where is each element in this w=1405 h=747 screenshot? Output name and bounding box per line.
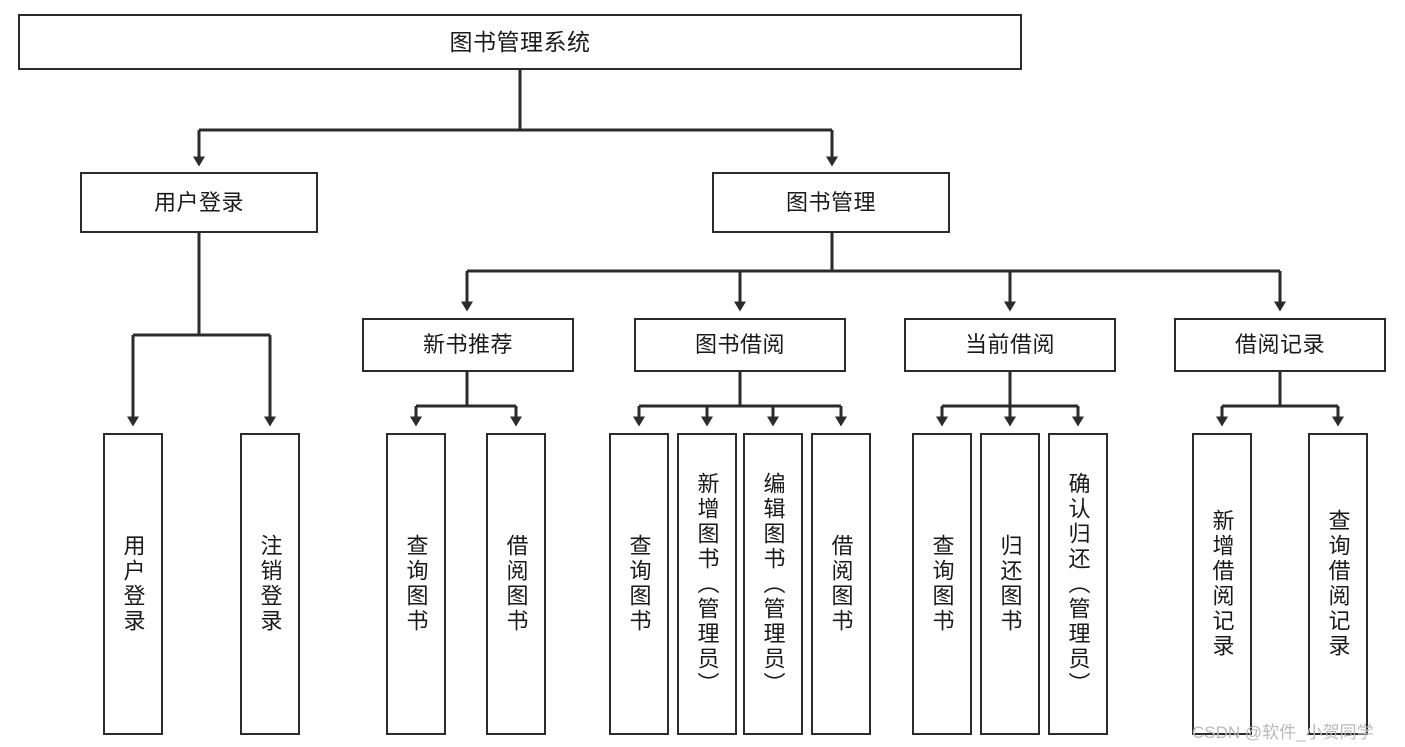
node-user-login[interactable]: 用户登录 xyxy=(80,172,318,233)
node-book-borrow[interactable]: 图书借阅 xyxy=(634,318,846,372)
node-leaf-br-query-record[interactable]: 查询借阅记录 xyxy=(1308,433,1368,735)
node-leaf-bb-query-book-label: 查询图书 xyxy=(626,534,652,634)
node-leaf-bb-add-book[interactable]: 新增图书（管理员） xyxy=(677,433,737,735)
node-book-management-label: 图书管理 xyxy=(785,189,876,215)
node-leaf-bb-borrow-book[interactable]: 借阅图书 xyxy=(811,433,871,735)
node-leaf-bb-query-book[interactable]: 查询图书 xyxy=(609,433,669,735)
node-leaf-nb-query-book-label: 查询图书 xyxy=(403,534,429,634)
node-root-label: 图书管理系统 xyxy=(449,28,591,55)
node-leaf-cb-query-book-label: 查询图书 xyxy=(929,534,955,634)
node-root[interactable]: 图书管理系统 xyxy=(18,14,1022,70)
node-current-borrow[interactable]: 当前借阅 xyxy=(904,318,1116,372)
node-leaf-cb-return-book-label: 归还图书 xyxy=(997,534,1023,634)
node-leaf-bb-add-book-label: 新增图书（管理员） xyxy=(694,471,720,697)
node-leaf-nb-borrow-book[interactable]: 借阅图书 xyxy=(486,433,546,735)
node-leaf-cb-return-book[interactable]: 归还图书 xyxy=(980,433,1040,735)
node-book-borrow-label: 图书借阅 xyxy=(694,332,785,358)
node-leaf-nb-borrow-book-label: 借阅图书 xyxy=(503,534,529,634)
node-user-login-label: 用户登录 xyxy=(153,189,244,215)
node-leaf-cb-confirm-return-label: 确认归还（管理员） xyxy=(1065,471,1091,697)
node-book-management[interactable]: 图书管理 xyxy=(712,172,950,233)
node-leaf-br-add-record-label: 新增借阅记录 xyxy=(1209,509,1235,659)
node-borrow-record-label: 借阅记录 xyxy=(1234,332,1325,358)
node-current-borrow-label: 当前借阅 xyxy=(964,332,1055,358)
node-borrow-record[interactable]: 借阅记录 xyxy=(1174,318,1386,372)
node-new-book-recommend-label: 新书推荐 xyxy=(422,332,513,358)
node-leaf-cb-confirm-return[interactable]: 确认归还（管理员） xyxy=(1048,433,1108,735)
node-leaf-logout[interactable]: 注销登录 xyxy=(240,433,300,735)
node-new-book-recommend[interactable]: 新书推荐 xyxy=(362,318,574,372)
node-leaf-br-query-record-label: 查询借阅记录 xyxy=(1325,509,1351,659)
node-leaf-cb-query-book[interactable]: 查询图书 xyxy=(912,433,972,735)
node-leaf-logout-label: 注销登录 xyxy=(257,534,283,634)
node-leaf-nb-query-book[interactable]: 查询图书 xyxy=(386,433,446,735)
node-leaf-user-login[interactable]: 用户登录 xyxy=(103,433,163,735)
node-leaf-br-add-record[interactable]: 新增借阅记录 xyxy=(1192,433,1252,735)
node-leaf-bb-borrow-book-label: 借阅图书 xyxy=(828,534,854,634)
node-leaf-bb-edit-book[interactable]: 编辑图书（管理员） xyxy=(743,433,803,735)
node-leaf-user-login-label: 用户登录 xyxy=(120,534,146,634)
node-leaf-bb-edit-book-label: 编辑图书（管理员） xyxy=(760,471,786,697)
